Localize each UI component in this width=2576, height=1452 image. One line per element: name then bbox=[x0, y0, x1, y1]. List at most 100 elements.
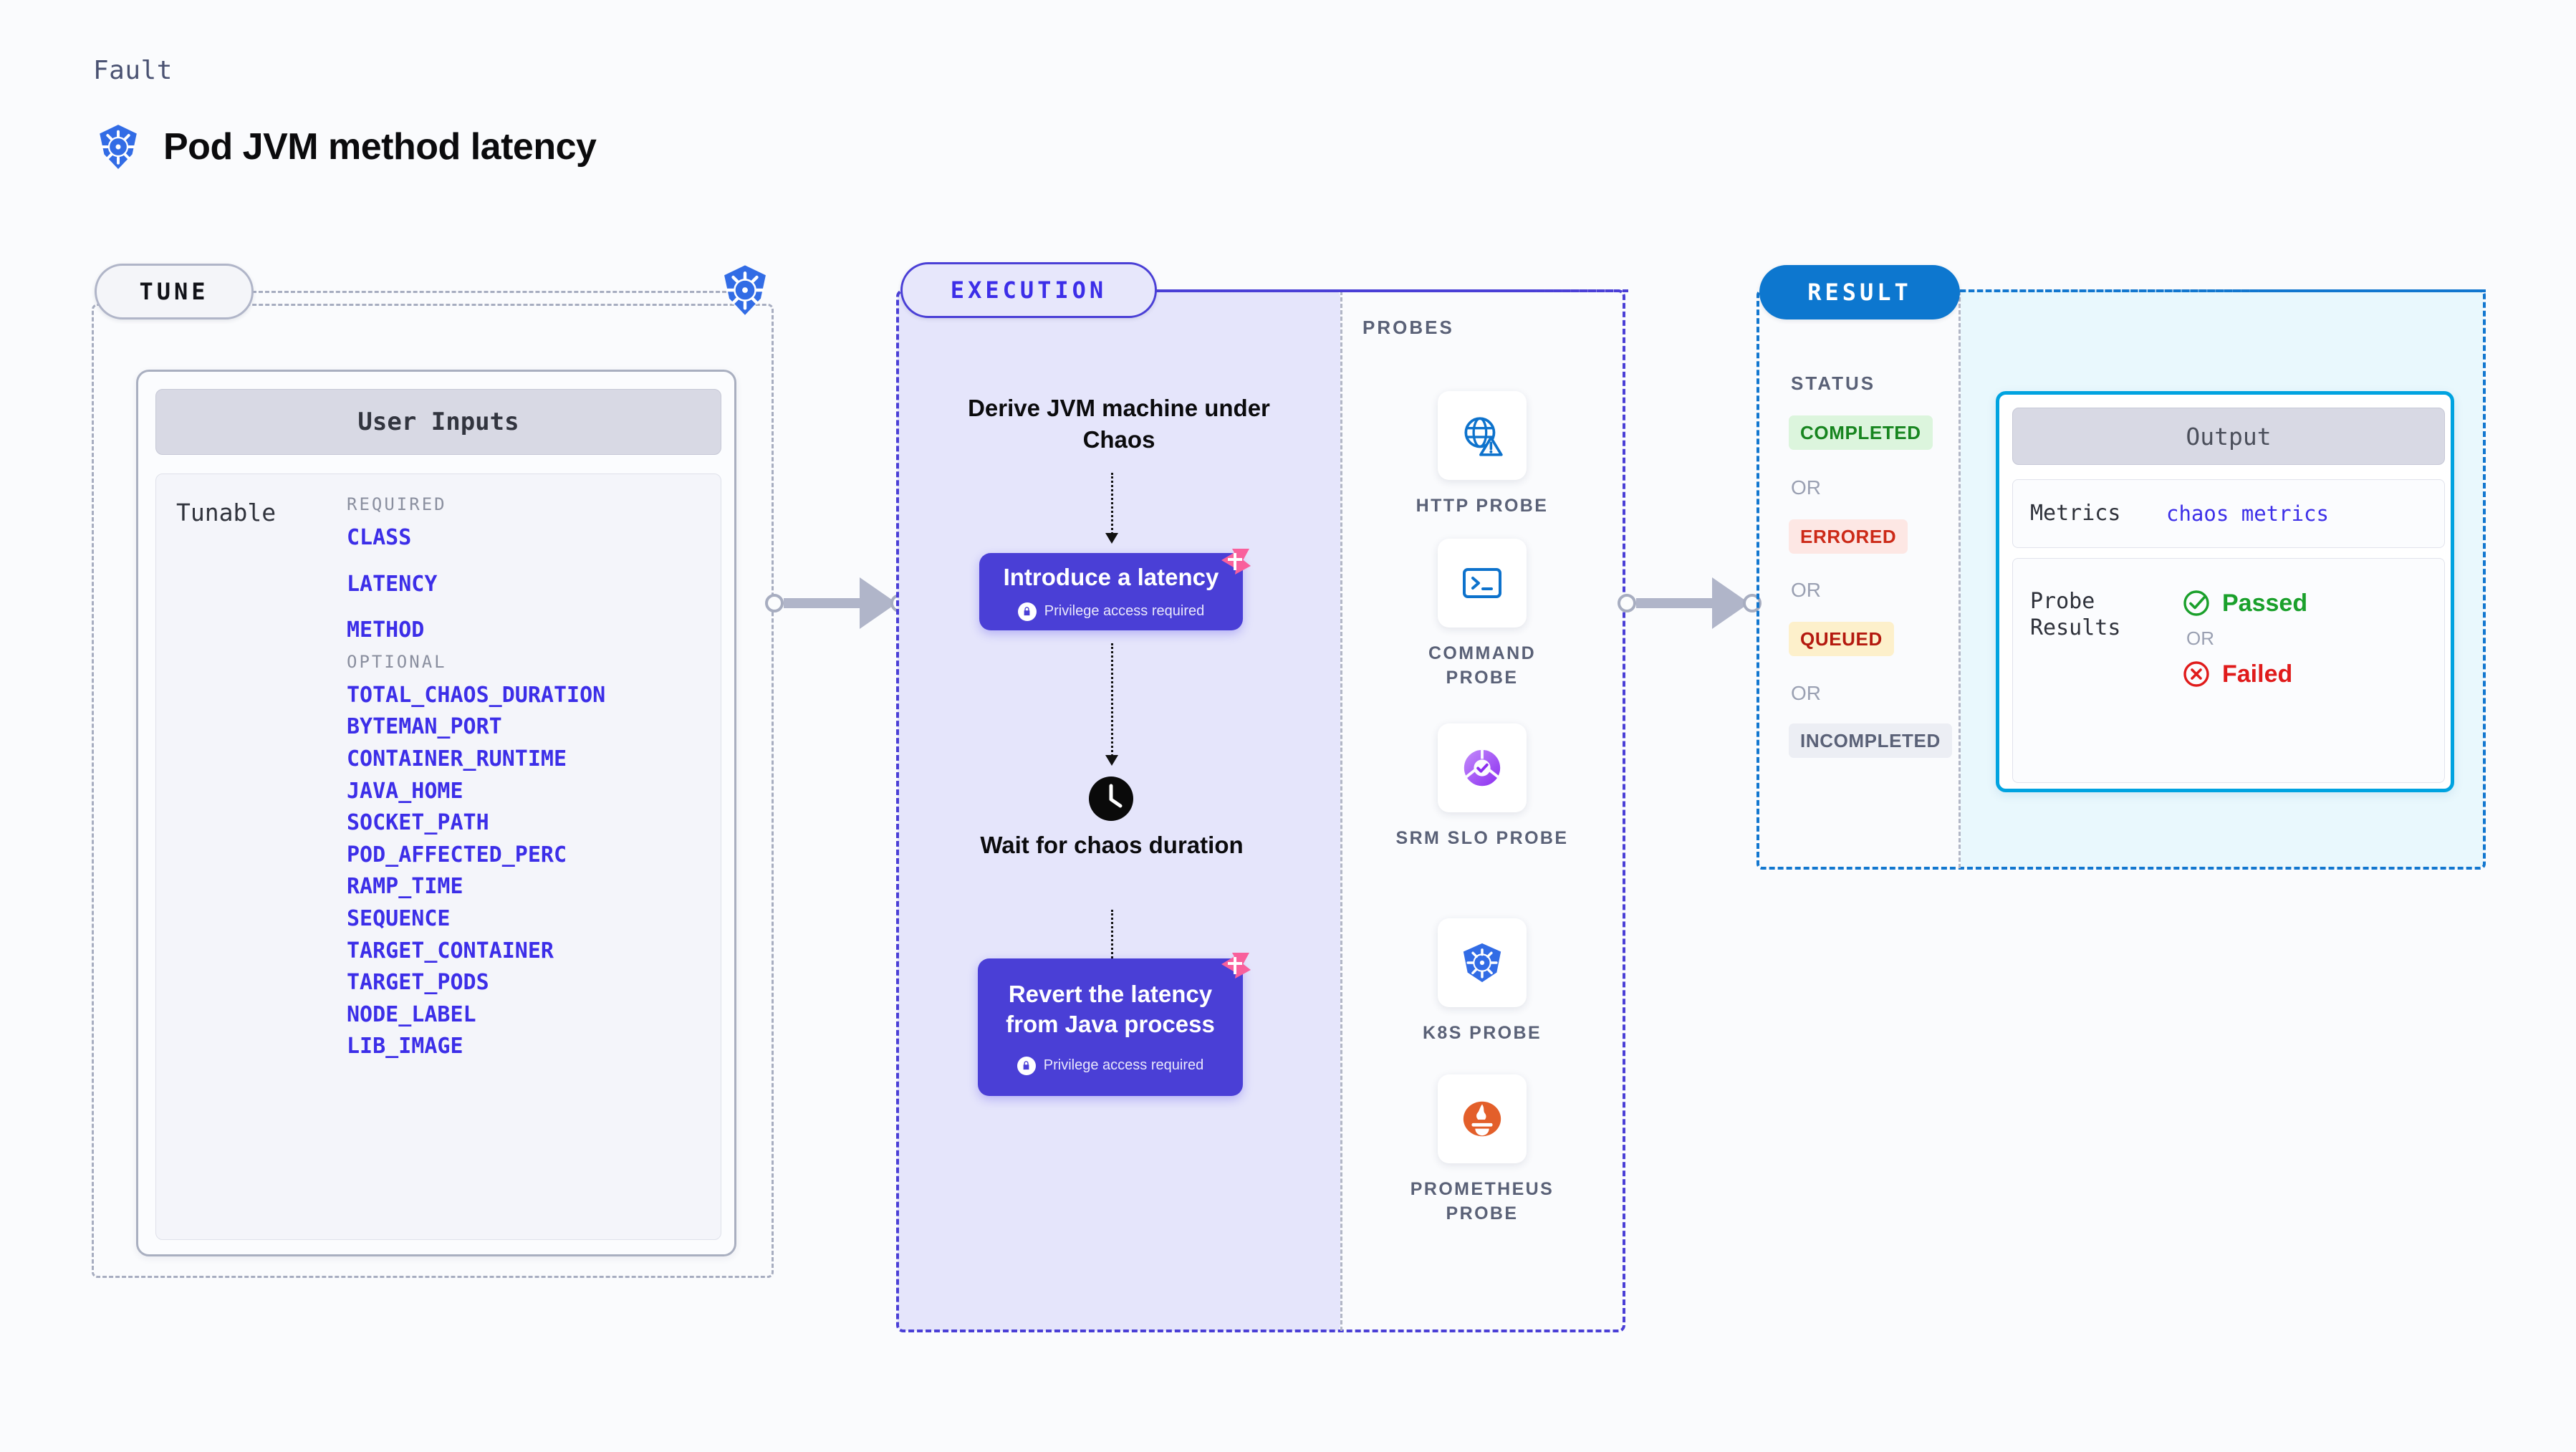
failed-label: Failed bbox=[2222, 660, 2293, 688]
litmus-icon bbox=[1218, 948, 1252, 983]
probe-results-values: Passed OR Failed bbox=[2182, 589, 2307, 688]
globe-warning-icon bbox=[1438, 391, 1527, 480]
probe-result-failed: Failed bbox=[2182, 660, 2307, 688]
param-method[interactable]: METHOD bbox=[347, 617, 425, 643]
privilege-row: Privilege access required bbox=[1017, 602, 1205, 621]
passed-label: Passed bbox=[2222, 589, 2308, 617]
execution-action-revert-latency[interactable]: Revert the latency from Java process Pri… bbox=[978, 958, 1243, 1096]
result-status-output-divider bbox=[1959, 291, 1961, 868]
status-badge-incompleted: INCOMPLETED bbox=[1789, 723, 1952, 758]
tune-boundary-kubernetes-icon bbox=[719, 264, 772, 317]
clock-icon bbox=[1088, 776, 1134, 822]
output-probe-results-row: Probe Results Passed OR Failed bbox=[2012, 558, 2445, 783]
probe-results-key: Probe Results bbox=[2030, 589, 2166, 641]
privilege-text: Privilege access required bbox=[1043, 1057, 1204, 1074]
page-title-row: Pod JVM method latency bbox=[95, 123, 597, 170]
probes-section-label: PROBES bbox=[1363, 317, 1454, 338]
probe-result-or: OR bbox=[2186, 628, 2214, 649]
execution-arrow-1 bbox=[1111, 473, 1113, 534]
tune-section-pill[interactable]: TUNE bbox=[95, 264, 254, 319]
probe-command[interactable]: COMMAND PROBE bbox=[1393, 539, 1572, 690]
param-byteman-port[interactable]: BYTEMAN_PORT bbox=[347, 714, 502, 740]
x-circle-icon bbox=[2183, 661, 2209, 687]
metrics-key: Metrics bbox=[2030, 500, 2121, 526]
execution-arrow-head-2 bbox=[1105, 755, 1118, 766]
result-connector-line bbox=[1960, 289, 2486, 292]
result-section-pill[interactable]: RESULT bbox=[1759, 265, 1960, 319]
execution-arrow-3 bbox=[1111, 910, 1113, 971]
param-sequence[interactable]: SEQUENCE bbox=[347, 905, 451, 931]
page-title: Pod JVM method latency bbox=[163, 126, 597, 168]
connector-execution-to-result bbox=[1618, 577, 1762, 629]
user-inputs-card: User Inputs Tunable REQUIRED CLASS LATEN… bbox=[136, 370, 736, 1256]
param-container-runtime[interactable]: CONTAINER_RUNTIME bbox=[347, 746, 567, 771]
terminal-icon bbox=[1438, 539, 1527, 628]
probe-label: SRM SLO PROBE bbox=[1395, 828, 1569, 848]
probe-results-key-text: Probe Results bbox=[2030, 589, 2121, 640]
connector-start-dot bbox=[1618, 594, 1636, 612]
privilege-text: Privilege access required bbox=[1044, 603, 1205, 620]
status-badge-completed: COMPLETED bbox=[1789, 415, 1933, 450]
probe-label: PROMETHEUS PROBE bbox=[1410, 1179, 1554, 1223]
check-circle-icon bbox=[2183, 590, 2209, 616]
status-label: STATUS bbox=[1791, 372, 1876, 394]
execution-step-wait-for-chaos: Wait for chaos duration bbox=[980, 832, 1244, 858]
group-label-optional: OPTIONAL bbox=[347, 651, 447, 672]
user-inputs-header: User Inputs bbox=[155, 389, 721, 455]
connector-tune-to-execution bbox=[765, 577, 909, 629]
prometheus-icon bbox=[1438, 1074, 1527, 1163]
param-java-home[interactable]: JAVA_HOME bbox=[347, 778, 463, 804]
execution-action-introduce-latency[interactable]: Introduce a latency Privilege access req… bbox=[979, 553, 1243, 630]
lock-icon bbox=[1017, 602, 1037, 621]
lock-icon bbox=[1017, 1056, 1036, 1075]
param-target-pods[interactable]: TARGET_PODS bbox=[347, 970, 489, 996]
probe-srm-slo[interactable]: SRM SLO PROBE bbox=[1393, 723, 1572, 851]
param-socket-path[interactable]: SOCKET_PATH bbox=[347, 810, 489, 836]
param-ramp-time[interactable]: RAMP_TIME bbox=[347, 874, 463, 900]
probe-k8s[interactable]: K8S PROBE bbox=[1393, 918, 1572, 1046]
probe-result-passed: Passed bbox=[2182, 589, 2307, 617]
status-badge-queued: QUEUED bbox=[1789, 622, 1894, 656]
status-or-2: OR bbox=[1791, 579, 1821, 601]
probe-label: K8S PROBE bbox=[1422, 1023, 1542, 1043]
metrics-value[interactable]: chaos metrics bbox=[2166, 501, 2329, 526]
user-inputs-body: Tunable REQUIRED CLASS LATENCY METHOD OP… bbox=[155, 473, 721, 1240]
tunable-params-column: REQUIRED CLASS LATENCY METHOD OPTIONAL T… bbox=[347, 494, 712, 1068]
tune-section-boundary bbox=[92, 304, 774, 1278]
connector-bar bbox=[784, 598, 860, 608]
execution-arrow-head-1 bbox=[1105, 533, 1118, 544]
tune-connector-line bbox=[252, 291, 739, 293]
param-pod-affected-perc[interactable]: POD_AFFECTED_PERC bbox=[347, 842, 567, 867]
probe-prometheus[interactable]: PROMETHEUS PROBE bbox=[1393, 1074, 1572, 1226]
kubernetes-icon bbox=[1438, 918, 1527, 1007]
probe-label: HTTP PROBE bbox=[1416, 496, 1549, 516]
execution-section-pill[interactable]: EXECUTION bbox=[900, 262, 1157, 318]
connector-start-dot bbox=[765, 594, 784, 612]
status-badge-errored: ERRORED bbox=[1789, 519, 1908, 554]
param-total-chaos-duration[interactable]: TOTAL_CHAOS_DURATION bbox=[347, 682, 606, 708]
status-or-1: OR bbox=[1791, 476, 1821, 499]
execution-connector-line bbox=[1155, 289, 1628, 292]
probe-label: COMMAND PROBE bbox=[1428, 643, 1537, 688]
probe-http[interactable]: HTTP PROBE bbox=[1393, 391, 1572, 519]
execution-step-derive-jvm: Derive JVM machine under Chaos bbox=[968, 395, 1270, 453]
execution-arrow-2 bbox=[1111, 643, 1113, 756]
output-card: Output Metrics chaos metrics Probe Resul… bbox=[1996, 391, 2454, 792]
litmus-icon bbox=[1218, 544, 1252, 579]
kubernetes-icon bbox=[95, 123, 142, 170]
privilege-row: Privilege access required bbox=[1017, 1056, 1204, 1075]
execution-probes-divider bbox=[1340, 291, 1342, 1331]
status-or-3: OR bbox=[1791, 682, 1821, 704]
action-title: Revert the latency from Java process bbox=[1006, 981, 1215, 1037]
param-node-label[interactable]: NODE_LABEL bbox=[347, 1001, 476, 1027]
param-lib-image[interactable]: LIB_IMAGE bbox=[347, 1034, 463, 1059]
tunable-label: Tunable bbox=[176, 499, 277, 527]
slo-gauge-icon bbox=[1438, 723, 1527, 812]
page-eyebrow: Fault bbox=[93, 56, 173, 85]
action-title: Introduce a latency bbox=[1003, 564, 1219, 591]
param-latency[interactable]: LATENCY bbox=[347, 571, 438, 597]
param-target-container[interactable]: TARGET_CONTAINER bbox=[347, 938, 554, 963]
group-label-required: REQUIRED bbox=[347, 494, 447, 514]
param-class[interactable]: CLASS bbox=[347, 525, 412, 550]
